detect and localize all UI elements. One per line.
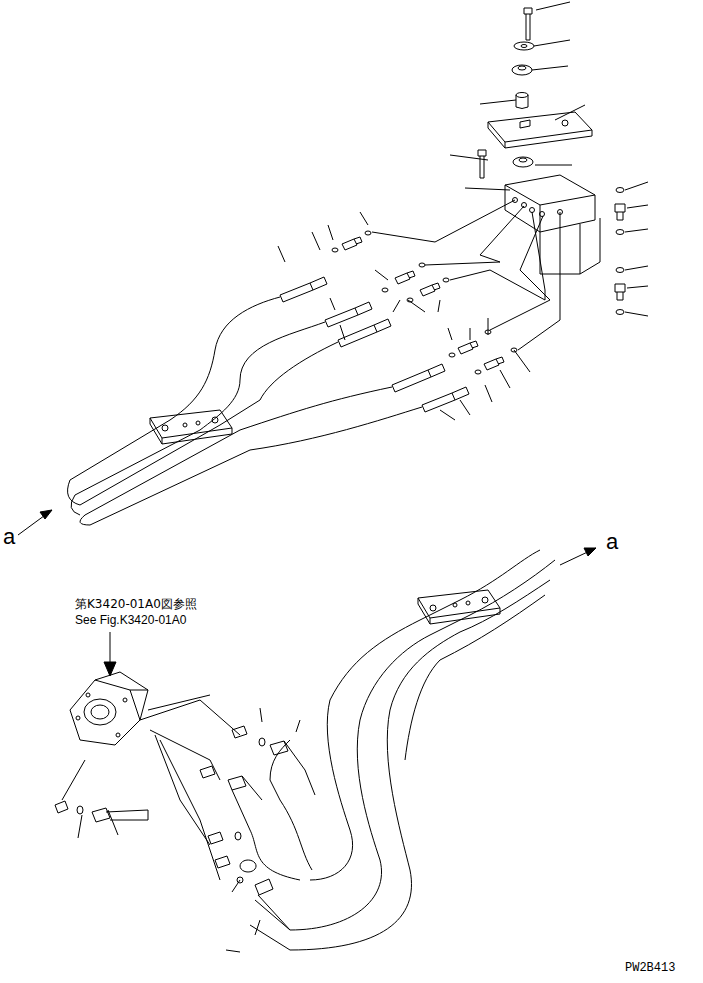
hose-bundle [232,550,555,950]
pump-body [55,672,315,930]
manifold-block [505,175,600,274]
drawing-number: PW2B413 [625,962,675,975]
continuation-letter: a [3,525,15,549]
leader-lines [78,2,648,952]
reference-note: See Fig.K3420-01A0 [75,614,186,627]
continuation-letter: a [606,530,618,554]
pipes [372,200,560,350]
reference-leader [62,632,116,800]
reference-note: 第K3420-01A0図参照 [75,598,197,611]
hose-fittings [280,231,517,412]
continuation-arrow [18,510,596,565]
mounting-hardware [478,8,592,178]
hose-bundle [68,297,422,525]
fittings [615,188,625,315]
